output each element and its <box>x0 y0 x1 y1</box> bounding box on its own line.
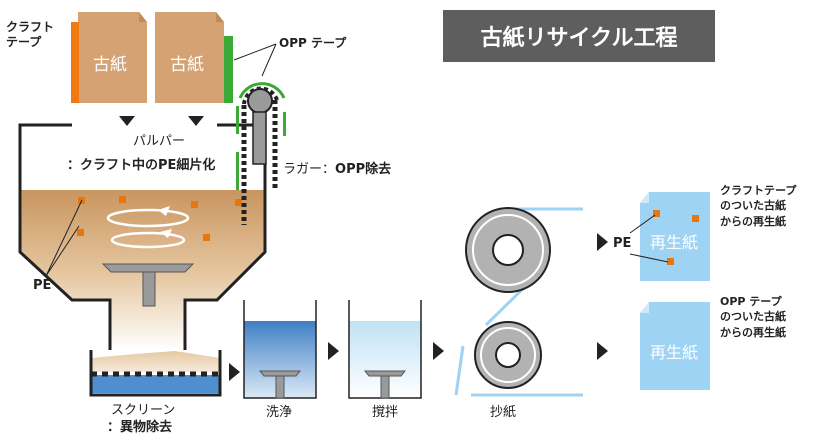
arrow-right-icon <box>328 342 339 360</box>
output-caption-2: OPP テープ のついた古紙 からの再生紙 <box>720 295 786 339</box>
ragger-prefix: ラガー： <box>283 162 336 177</box>
pulper-label: パルパー <box>133 134 186 149</box>
kraft-tape-label: クラフト テープ <box>6 20 55 49</box>
arrow-down-icon <box>119 116 135 126</box>
pe-leader-lines <box>45 199 83 277</box>
wash-tank <box>243 300 317 399</box>
pe-label-right: PE <box>613 236 632 251</box>
old-paper-1 <box>71 12 147 103</box>
recycled-paper-1 <box>629 192 710 281</box>
opp-tape-strip <box>224 36 233 103</box>
old-paper-label-1: 古紙 <box>93 55 127 75</box>
recycled-paper-2 <box>640 302 710 390</box>
ragger <box>236 82 286 225</box>
output-caption-1: クラフトテープ のついた古紙 からの再生紙 <box>720 184 797 228</box>
papermaking-label: 抄紙 <box>490 405 517 420</box>
screen-note: ：異物除去 <box>107 420 173 435</box>
diagram-title: 古紙リサイクル工程 <box>443 10 715 62</box>
arrow-right-icon <box>433 342 444 360</box>
recycled-paper-label-1: 再生紙 <box>650 233 699 252</box>
ragger-label: ラガー：OPP除去 <box>283 162 391 178</box>
arrow-right-icon <box>597 233 608 251</box>
old-paper-2 <box>155 12 233 103</box>
wash-label: 洗浄 <box>266 405 293 420</box>
paper-machine-rollers <box>454 207 583 397</box>
agitate-label: 撹拌 <box>372 405 399 420</box>
agitation-tank <box>348 300 422 399</box>
arrow-right-icon <box>597 342 608 360</box>
screen-tank <box>89 350 222 397</box>
pe-label-left: PE <box>33 278 52 293</box>
pulper-note: ：クラフト中のPE細片化 <box>67 158 216 173</box>
old-paper-label-2: 古紙 <box>170 55 204 75</box>
recycled-paper-label-2: 再生紙 <box>650 343 699 362</box>
opp-leader-lines <box>233 43 277 77</box>
screen-label: スクリーン <box>111 403 176 418</box>
opp-tape-label: OPP テープ <box>279 36 347 50</box>
kraft-tape-strip <box>71 22 79 103</box>
arrow-down-icon <box>188 116 204 126</box>
arrow-right-icon <box>229 363 240 381</box>
ragger-note: OPP除去 <box>335 162 392 177</box>
